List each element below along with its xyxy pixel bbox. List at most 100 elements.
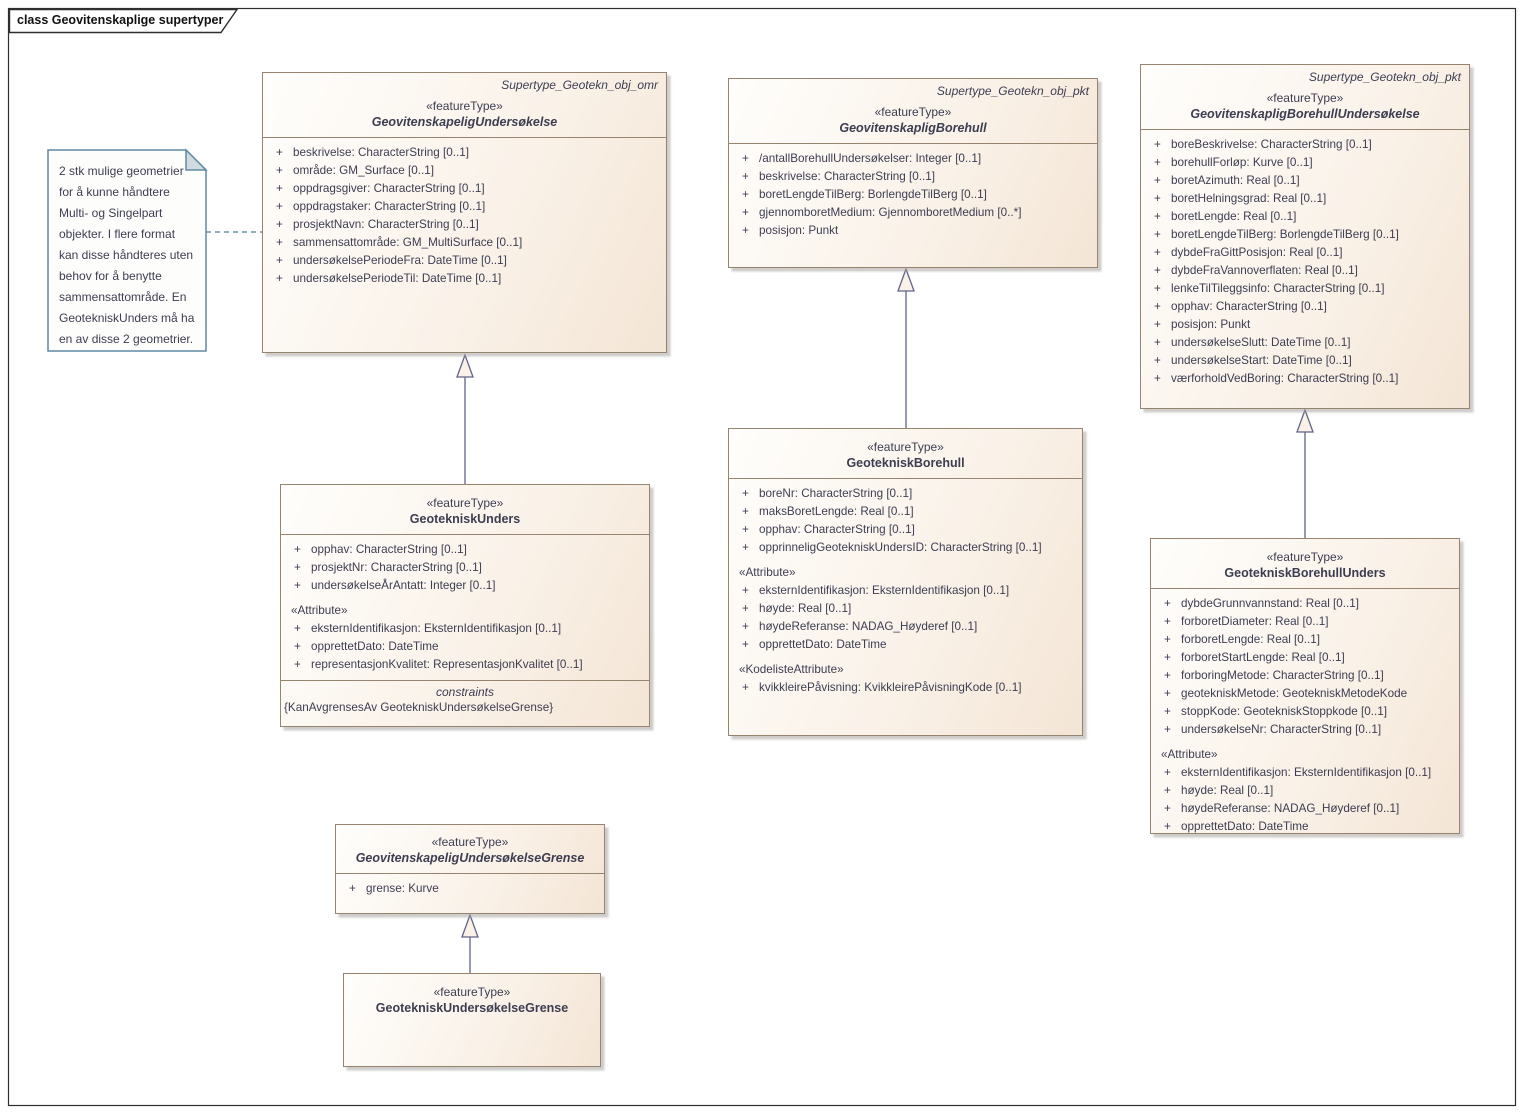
attribute-row: +undersøkelsePeriodeFra: DateTime [0..1] bbox=[276, 254, 507, 267]
attribute-row: +opprettetDato: DateTime bbox=[742, 638, 887, 651]
attribute-row: +prosjektNr: CharacterString [0..1] bbox=[294, 561, 482, 574]
attribute-row: +geotekniskMetode: GeotekniskMetodeKode bbox=[1164, 687, 1408, 700]
attribute-row: +posisjon: Punkt bbox=[742, 224, 839, 237]
class-tag: Supertype_Geotekn_obj_omr bbox=[501, 78, 658, 92]
attribute-row: +sammensattområde: GM_MultiSurface [0..1… bbox=[276, 236, 523, 249]
attribute-row: +boretLengde: Real [0..1] bbox=[1154, 210, 1297, 223]
class-stereotype: «featureType» bbox=[867, 440, 944, 454]
title-tab-shape bbox=[8, 8, 239, 34]
attribute-row: +stoppKode: GeotekniskStoppkode [0..1] bbox=[1164, 705, 1387, 718]
attribute-row: +beskrivelse: CharacterString [0..1] bbox=[742, 170, 936, 183]
compartment-separator bbox=[281, 680, 649, 681]
class-name: GeovitenskapeligUndersøkelse bbox=[371, 115, 558, 129]
generalization-arrow bbox=[456, 353, 474, 484]
class-geoteknisk-borehull[interactable]: «featureType» GeotekniskBorehull +boreNr… bbox=[728, 428, 1083, 736]
constraints-label: constraints bbox=[435, 685, 495, 699]
generalization-arrow bbox=[461, 913, 479, 973]
attribute-row: +opphav: CharacterString [0..1] bbox=[742, 523, 915, 536]
constraint-text: {KanAvgrensesAv GeotekniskUndersøkelseGr… bbox=[284, 701, 554, 714]
class-stereotype: «featureType» bbox=[426, 99, 503, 113]
attribute-row: +boretLengdeTilBerg: BorlengdeTilBerg [0… bbox=[1154, 228, 1399, 241]
attribute-row: +undersøkelsePeriodeTil: DateTime [0..1] bbox=[276, 272, 502, 285]
attribute-list: +boreBeskrivelse: CharacterString [0..1]… bbox=[1141, 130, 1469, 388]
attribute-row: +undersøkelseNr: CharacterString [0..1] bbox=[1164, 723, 1382, 736]
compartment-separator bbox=[729, 143, 1097, 144]
class-name: GeotekniskUndersøkelseGrense bbox=[375, 1001, 569, 1015]
class-tag: Supertype_Geotekn_obj_pkt bbox=[1308, 70, 1461, 84]
attribute-row: +opphav: CharacterString [0..1] bbox=[294, 543, 467, 556]
note-shape[interactable] bbox=[47, 149, 207, 352]
attribute-list: +beskrivelse: CharacterString [0..1]+omr… bbox=[263, 138, 666, 288]
class-geovitenskapelig-undersokelse[interactable]: Supertype_Geotekn_obj_omr «featureType» … bbox=[262, 72, 667, 353]
attribute-row: +posisjon: Punkt bbox=[1154, 318, 1251, 331]
attribute-row: +gjennomboretMedium: GjennomboretMedium … bbox=[742, 206, 1022, 219]
class-name: GeotekniskBorehullUnders bbox=[1224, 566, 1386, 580]
attribute-row: +eksternIdentifikasjon: EksternIdentifik… bbox=[294, 622, 562, 635]
note-fold-icon bbox=[185, 148, 208, 171]
class-stereotype: «featureType» bbox=[1266, 550, 1344, 564]
diagram-frame bbox=[7, 7, 1517, 1107]
attribute-row: +forboretDiameter: Real [0..1] bbox=[1164, 615, 1329, 628]
attribute-row: +forboretStartLengde: Real [0..1] bbox=[1164, 651, 1345, 664]
attribute-list: +boreNr: CharacterString [0..1] +maksBore… bbox=[729, 479, 1082, 697]
attribute-group-header: «KodelisteAttribute» bbox=[739, 663, 844, 676]
class-stereotype: «featureType» bbox=[1266, 91, 1344, 105]
attribute-row: +boretAzimuth: Real [0..1] bbox=[1154, 174, 1300, 187]
attribute-row: +maksBoretLengde: Real [0..1] bbox=[742, 505, 914, 518]
attribute-row: +undersøkelseÅrAntatt: Integer [0..1] bbox=[294, 579, 496, 592]
attribute-row: +opprettetDato: DateTime bbox=[1164, 820, 1309, 833]
attribute-row: +forboringMetode: CharacterString [0..1] bbox=[1164, 669, 1384, 682]
class-name: GeovitenskapligBorehull bbox=[839, 121, 987, 135]
attribute-row: +høydeReferanse: NADAG_Høyderef [0..1] bbox=[1164, 802, 1400, 815]
attribute-row: +beskrivelse: CharacterString [0..1] bbox=[276, 146, 470, 159]
class-geovitenskaplig-borehullundersokelse[interactable]: Supertype_Geotekn_obj_pkt «featureType» … bbox=[1140, 64, 1470, 409]
compartment-separator bbox=[281, 534, 649, 535]
attribute-group-header: «Attribute» bbox=[1161, 748, 1218, 761]
compartment-separator bbox=[729, 478, 1082, 479]
attribute-row: +værforholdVedBoring: CharacterString [0… bbox=[1154, 372, 1399, 385]
class-stereotype: «featureType» bbox=[431, 835, 509, 849]
class-name: GeovitenskapeligUndersøkelseGrense bbox=[355, 851, 585, 865]
class-tag: Supertype_Geotekn_obj_pkt bbox=[936, 84, 1089, 98]
attribute-row: +kvikkleirePåvisning: KvikkleirePåvisnin… bbox=[742, 681, 1022, 694]
class-geoteknisk-unders[interactable]: «featureType» GeotekniskUnders +opphav: … bbox=[280, 484, 650, 727]
class-geovitenskapelig-undersokelsegrense[interactable]: «featureType» GeovitenskapeligUndersøkel… bbox=[335, 824, 605, 914]
attribute-row: +/antallBorehullUndersøkelser: Integer [… bbox=[742, 152, 982, 165]
attribute-list: +opphav: CharacterString [0..1] +prosjekt… bbox=[281, 535, 649, 674]
attribute-row: +grense: Kurve bbox=[349, 882, 439, 895]
attribute-row: +dybdeFraGittPosisjon: Real [0..1] bbox=[1154, 246, 1343, 259]
attribute-row: +opprettetDato: DateTime bbox=[294, 640, 439, 653]
attribute-row: +forboretLengde: Real [0..1] bbox=[1164, 633, 1321, 646]
attribute-row: +borehullForløp: Kurve [0..1] bbox=[1154, 156, 1313, 169]
attribute-row: +prosjektNavn: CharacterString [0..1] bbox=[276, 218, 479, 231]
attribute-row: +lenkeTilTileggsinfo: CharacterString [0… bbox=[1154, 282, 1385, 295]
compartment-separator bbox=[336, 873, 604, 874]
attribute-row: +undersøkelseStart: DateTime [0..1] bbox=[1154, 354, 1352, 367]
attribute-row: +representasjonKvalitet: RepresentasjonK… bbox=[294, 658, 583, 671]
attribute-row: +høyde: Real [0..1] bbox=[1164, 784, 1274, 797]
class-stereotype: «featureType» bbox=[426, 496, 504, 510]
attribute-list: +/antallBorehullUndersøkelser: Integer [… bbox=[729, 144, 1097, 240]
class-name: GeovitenskapligBorehullUndersøkelse bbox=[1190, 107, 1420, 121]
class-geovitenskaplig-borehull[interactable]: Supertype_Geotekn_obj_pkt «featureType» … bbox=[728, 78, 1098, 268]
diagram-title: class Geovitenskaplige supertyper bbox=[17, 13, 224, 27]
attribute-row: +boreBeskrivelse: CharacterString [0..1] bbox=[1154, 138, 1372, 151]
attribute-row: +dybdeFraVannoverflaten: Real [0..1] bbox=[1154, 264, 1358, 277]
attribute-row: +boreNr: CharacterString [0..1] bbox=[742, 487, 913, 500]
class-stereotype: «featureType» bbox=[433, 985, 511, 999]
class-geoteknisk-borehullunders[interactable]: «featureType» GeotekniskBorehullUnders +… bbox=[1150, 538, 1460, 834]
class-name: GeotekniskBorehull bbox=[846, 456, 965, 470]
compartment-separator bbox=[1151, 588, 1459, 589]
attribute-list: +grense: Kurve bbox=[336, 874, 604, 898]
attribute-row: +eksternIdentifikasjon: EksternIdentifik… bbox=[742, 584, 1010, 597]
class-name: GeotekniskUnders bbox=[409, 512, 521, 526]
attribute-list: +dybdeGrunnvannstand: Real [0..1]+forbor… bbox=[1151, 589, 1459, 836]
class-geoteknisk-undersokelsegrense[interactable]: «featureType» GeotekniskUndersøkelseGren… bbox=[343, 973, 601, 1067]
compartment-separator bbox=[1141, 129, 1469, 130]
attribute-row: +opphav: CharacterString [0..1] bbox=[1154, 300, 1327, 313]
attribute-row: +boretHelningsgrad: Real [0..1] bbox=[1154, 192, 1327, 205]
attribute-row: +boretLengdeTilBerg: BorlengdeTilBerg [0… bbox=[742, 188, 987, 201]
attribute-row: +oppdragsgiver: CharacterString [0..1] bbox=[276, 182, 485, 195]
